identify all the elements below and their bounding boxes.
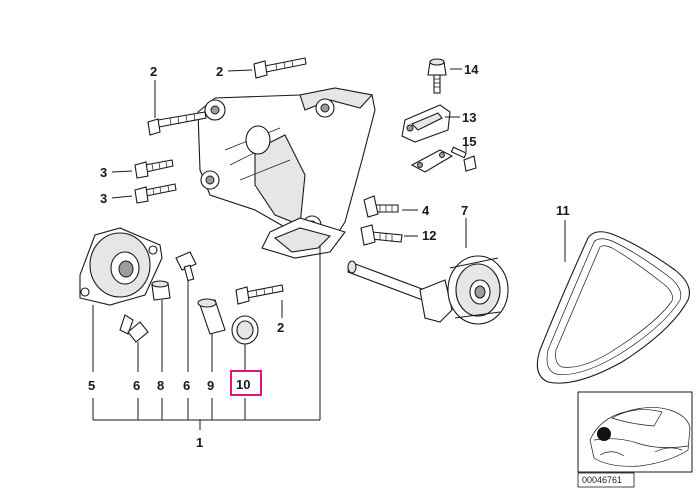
bolt-3-lower (134, 183, 177, 204)
callout-9: 9 (207, 378, 214, 393)
seal-ring-10 (231, 315, 259, 345)
callouts: 2 2 14 13 15 3 3 4 7 11 12 2 5 6 8 6 9 1… (88, 62, 570, 450)
callout-10-highlight-box (230, 370, 262, 396)
callout-2-lower: 2 (277, 320, 284, 335)
bolt-2-lower (235, 284, 284, 305)
callout-4: 4 (422, 203, 430, 218)
tensioner-pulley-7 (347, 255, 509, 325)
bolt-2-top-left (147, 111, 207, 136)
bushing-9 (197, 298, 226, 335)
reference-number: 00046761 (582, 475, 622, 485)
bolt-6-left (119, 314, 149, 343)
bolt-2-top-right (253, 57, 307, 79)
callout-11: 11 (556, 203, 570, 218)
main-bracket (197, 87, 376, 259)
idler-pulley-5 (79, 227, 163, 306)
callout-2-top-left: 2 (150, 64, 157, 79)
callout-6-left: 6 (133, 378, 140, 393)
drive-belt-11 (536, 231, 690, 384)
bolt-3-upper (134, 159, 174, 179)
bolt-14-shaft (433, 74, 441, 94)
callout-5: 5 (88, 378, 95, 393)
bolt-6-right (175, 251, 197, 282)
callout-15: 15 (462, 134, 476, 149)
callout-1: 1 (196, 435, 203, 450)
link-plate-15 (410, 149, 454, 173)
callout-6-right: 6 (183, 378, 190, 393)
bolt-12 (360, 224, 403, 246)
callout-10: 10 (236, 377, 250, 392)
callout-3-lower: 3 (100, 191, 107, 206)
callout-8: 8 (157, 378, 164, 393)
callout-3-upper: 3 (100, 165, 107, 180)
callout-2-top-right: 2 (216, 64, 223, 79)
sleeve-8 (151, 280, 171, 301)
bolt-15 (450, 146, 477, 172)
leader-lines (92, 68, 566, 430)
callout-14: 14 (464, 62, 479, 77)
nut-14 (427, 58, 447, 76)
callout-12: 12 (422, 228, 436, 243)
callout-13: 13 (462, 110, 476, 125)
bracket-13 (401, 104, 451, 143)
vehicle-locator-inset: 00046761 (577, 391, 693, 488)
callout-7: 7 (461, 203, 468, 218)
bolt-4 (363, 195, 399, 218)
